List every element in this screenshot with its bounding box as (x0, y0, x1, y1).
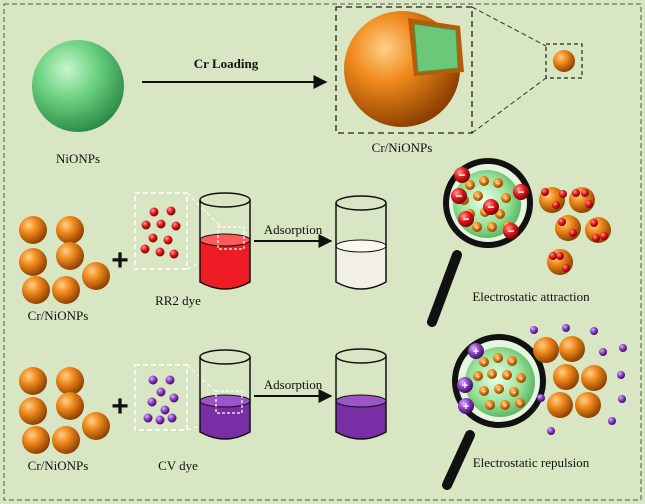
svg-text:+: + (496, 181, 500, 188)
small-particle-box (545, 43, 583, 79)
cv-dye-label: CV dye (158, 458, 198, 473)
magnifier-repulsion: +++ ++++ +++ +++ (442, 334, 546, 490)
zoom-line-bottom (471, 77, 547, 134)
svg-text:+: + (475, 225, 479, 232)
outer-dashed-border (3, 3, 642, 501)
plus-charge-signs: + + + (462, 346, 479, 413)
nionps-label: NiONPs (56, 151, 100, 166)
plus-sign-row2: + (111, 244, 129, 277)
adsorption-label-row2: Adsorption (264, 222, 323, 237)
beaker-cv (199, 349, 251, 440)
svg-text:−: − (507, 224, 514, 238)
svg-text:+: + (473, 346, 479, 358)
beaker-after-cv (335, 348, 387, 440)
plus-sign-row3: + (111, 390, 129, 423)
zoom-box (335, 6, 473, 134)
svg-text:+: + (518, 401, 522, 408)
svg-text:+: + (462, 380, 468, 392)
cr-nionp-cutaway-sphere (344, 11, 464, 127)
svg-text:+: + (490, 372, 494, 379)
svg-text:+: + (482, 389, 486, 396)
nionp-sphere (32, 40, 124, 132)
adsorption-label-row3: Adsorption (264, 377, 323, 392)
rr2-dye-zoom-box (134, 192, 188, 270)
cv-dye-molecules (143, 375, 179, 425)
cv-dye-zoom-box (134, 364, 188, 431)
svg-text:−: − (487, 200, 494, 214)
beaker-rr2 (199, 192, 251, 290)
svg-text:+: + (476, 194, 480, 201)
svg-text:+: + (519, 376, 523, 383)
svg-text:−: − (458, 168, 465, 182)
dye-zoom-line-c (186, 364, 219, 395)
svg-text:+: + (476, 374, 480, 381)
svg-text:+: + (505, 373, 509, 380)
cr-nionps-row3-label: Cr/NiONPs (28, 458, 89, 473)
cr-nionp-particles-row2 (19, 216, 110, 304)
free-cv-molecules (530, 324, 627, 435)
zoom-line-top (471, 6, 547, 47)
svg-text:+: + (490, 225, 494, 232)
svg-text:+: + (498, 212, 502, 219)
svg-text:+: + (504, 196, 508, 203)
svg-text:+: + (497, 387, 501, 394)
rr2-anions-on-lens (451, 167, 529, 239)
minus-charge-signs: − − − − − − (455, 168, 524, 238)
beaker-after-rr2 (335, 195, 387, 290)
svg-text:+: + (496, 356, 500, 363)
cr-nionps-row2-label: Cr/NiONPs (28, 308, 89, 323)
cr-nionp-repulsion-cluster (533, 336, 607, 418)
small-cr-nionp-particle (553, 50, 575, 72)
electrostatic-repulsion-label: Electrostatic repulsion (473, 455, 590, 470)
electrostatic-attraction-label: Electrostatic attraction (472, 289, 590, 304)
cr-nionps-top-label: Cr/NiONPs (372, 140, 433, 155)
svg-text:+: + (512, 390, 516, 397)
cr-nionp-with-dye-cluster (539, 187, 611, 275)
svg-text:+: + (503, 403, 507, 410)
svg-text:+: + (488, 403, 492, 410)
dye-zoom-line-a (186, 192, 221, 227)
cr-loading-label: Cr Loading (194, 56, 259, 71)
svg-text:+: + (482, 179, 486, 186)
svg-text:+: + (483, 210, 487, 217)
svg-text:+: + (468, 183, 472, 190)
cr-nionp-particles-row3 (19, 367, 110, 454)
cv-cations-near-lens (457, 343, 484, 414)
rr2-dye-molecules (140, 206, 181, 259)
rr2-dye-label: RR2 dye (155, 293, 201, 308)
svg-text:−: − (455, 189, 462, 203)
svg-text:+: + (510, 359, 514, 366)
svg-text:−: − (462, 212, 469, 226)
svg-text:+: + (482, 360, 486, 367)
svg-text:+: + (463, 401, 469, 413)
svg-text:−: − (517, 185, 524, 199)
